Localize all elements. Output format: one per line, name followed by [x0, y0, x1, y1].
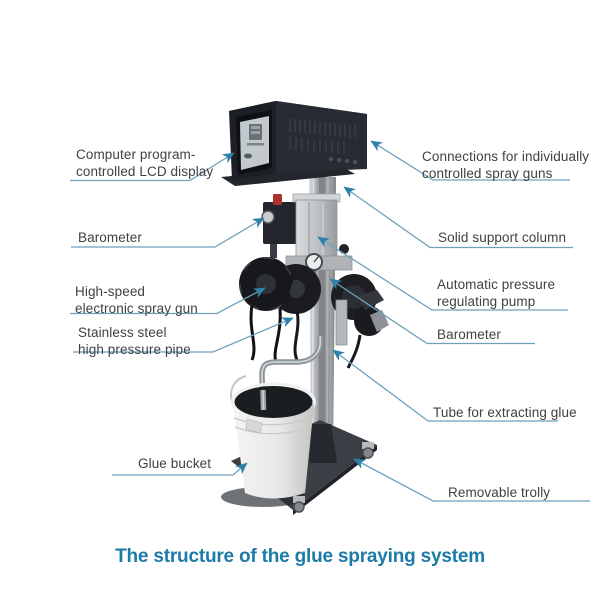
high-pressure-hose: [273, 307, 282, 363]
callout-column: [343, 186, 573, 249]
label-pressure-pipe: Stainless steel high pressure pipe: [78, 325, 191, 357]
callout-lines: [70, 140, 590, 502]
bucket-rim-clip: [245, 418, 263, 434]
label-extraction-tube: Tube for extracting glue: [433, 405, 577, 420]
callout-bucket: [112, 462, 248, 476]
barometer-gauge-left: [261, 210, 275, 224]
callout-connections: [370, 140, 570, 181]
vent-slits: [289, 119, 356, 154]
label-connections: Connections for individually controlled …: [422, 149, 590, 181]
lcd-screen: [240, 116, 269, 170]
spray-gun-connection-ports: [328, 156, 358, 165]
caster-wheel: [293, 496, 305, 513]
high-pressure-hose: [293, 310, 300, 361]
high-pressure-hose: [249, 304, 256, 361]
callout-trolley: [353, 458, 590, 502]
callout-spray-gun: [70, 287, 266, 315]
red-knob: [273, 194, 282, 205]
label-regulating-pump: Automatic pressure regulating pump: [437, 277, 556, 309]
callout-pump: [317, 236, 568, 311]
glue-bucket: [230, 375, 316, 499]
callout-barometer-right: [329, 278, 535, 345]
callout-barometer-left: [71, 217, 265, 248]
label-barometer-right: Barometer: [437, 327, 501, 342]
label-barometer-left: Barometer: [78, 230, 142, 245]
caster-wheel: [362, 442, 374, 459]
spray-gun-hose-reels: [239, 257, 321, 363]
glue-extraction-tube: [259, 335, 324, 412]
callout-lcd: [70, 152, 235, 182]
callout-pipe: [73, 317, 294, 353]
spray-gun-and-hoses-right: [331, 244, 389, 369]
label-removable-trolly: Removable trolly: [448, 485, 551, 500]
label-lcd-display: Computer program- controlled LCD display: [76, 147, 214, 179]
label-spray-gun: High-speed electronic spray gun: [75, 284, 198, 316]
callout-tube: [332, 349, 558, 422]
label-glue-bucket: Glue bucket: [138, 456, 212, 471]
pressure-regulator-left: [261, 194, 297, 258]
diagram-title: The structure of the glue spraying syste…: [115, 546, 485, 567]
label-support-column: Solid support column: [438, 230, 567, 245]
control-box: [229, 101, 367, 180]
